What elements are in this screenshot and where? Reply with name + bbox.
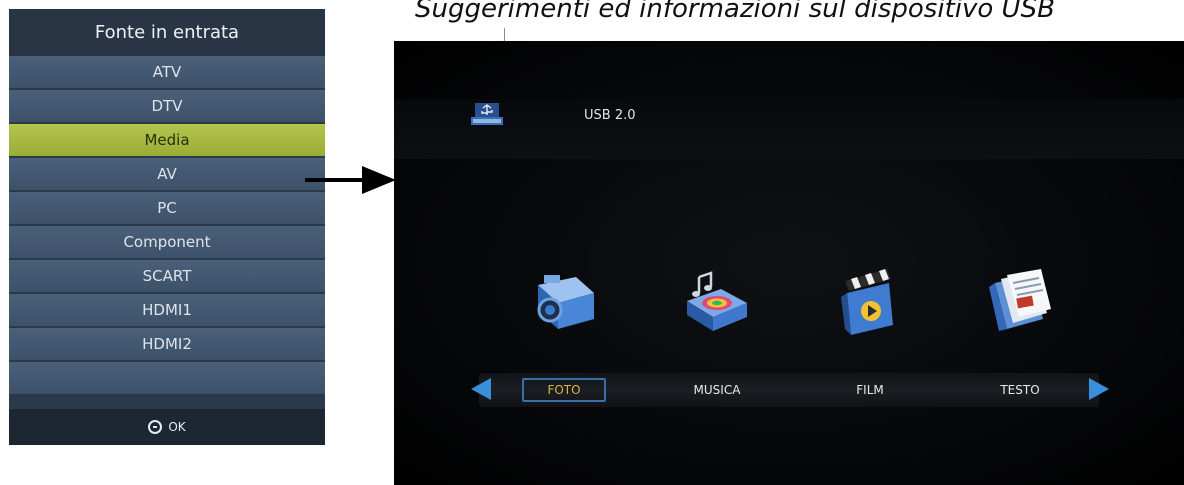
- category-film[interactable]: FILM: [856, 383, 884, 397]
- screen-caption: Suggerimenti ed informazioni sul disposi…: [415, 0, 1055, 24]
- category-testo[interactable]: TESTO: [1000, 383, 1040, 397]
- source-item-hdmi1[interactable]: HDMI1: [9, 294, 325, 326]
- source-item-dtv[interactable]: DTV: [9, 90, 325, 122]
- music-icon[interactable]: [677, 263, 755, 341]
- pointer-arrow-shaft: [305, 178, 365, 182]
- device-info-bar: [394, 99, 1184, 159]
- input-source-menu: Fonte in entrata ATV DTV Media AV PC Com…: [9, 9, 325, 445]
- pointer-arrow-head: [362, 166, 396, 194]
- arrow-right-icon[interactable]: [1089, 378, 1109, 400]
- document-icon[interactable]: [981, 263, 1059, 341]
- source-item-scart[interactable]: SCART: [9, 260, 325, 292]
- ok-circle-icon: [148, 420, 163, 434]
- clapperboard-icon[interactable]: [831, 263, 909, 341]
- media-player-screen: USB 2.0: [394, 41, 1184, 485]
- category-foto[interactable]: FOTO: [522, 378, 606, 402]
- input-source-title: Fonte in entrata: [9, 9, 325, 56]
- source-item-media[interactable]: Media: [9, 124, 325, 156]
- usb-device-icon[interactable]: [470, 100, 504, 126]
- source-item-av[interactable]: AV: [9, 158, 325, 190]
- camera-icon[interactable]: [524, 263, 602, 341]
- source-item-empty: [9, 362, 325, 394]
- device-label: USB 2.0: [584, 108, 636, 123]
- source-item-component[interactable]: Component: [9, 226, 325, 258]
- arrow-left-icon[interactable]: [471, 378, 491, 400]
- source-item-hdmi2[interactable]: HDMI2: [9, 328, 325, 360]
- ok-button[interactable]: OK: [9, 409, 325, 445]
- source-item-pc[interactable]: PC: [9, 192, 325, 224]
- category-musica[interactable]: MUSICA: [693, 383, 741, 397]
- ok-label: OK: [168, 420, 186, 434]
- source-item-atv[interactable]: ATV: [9, 56, 325, 88]
- caption-pointer-line: [504, 28, 505, 46]
- input-source-list: ATV DTV Media AV PC Component SCART HDMI…: [9, 56, 325, 396]
